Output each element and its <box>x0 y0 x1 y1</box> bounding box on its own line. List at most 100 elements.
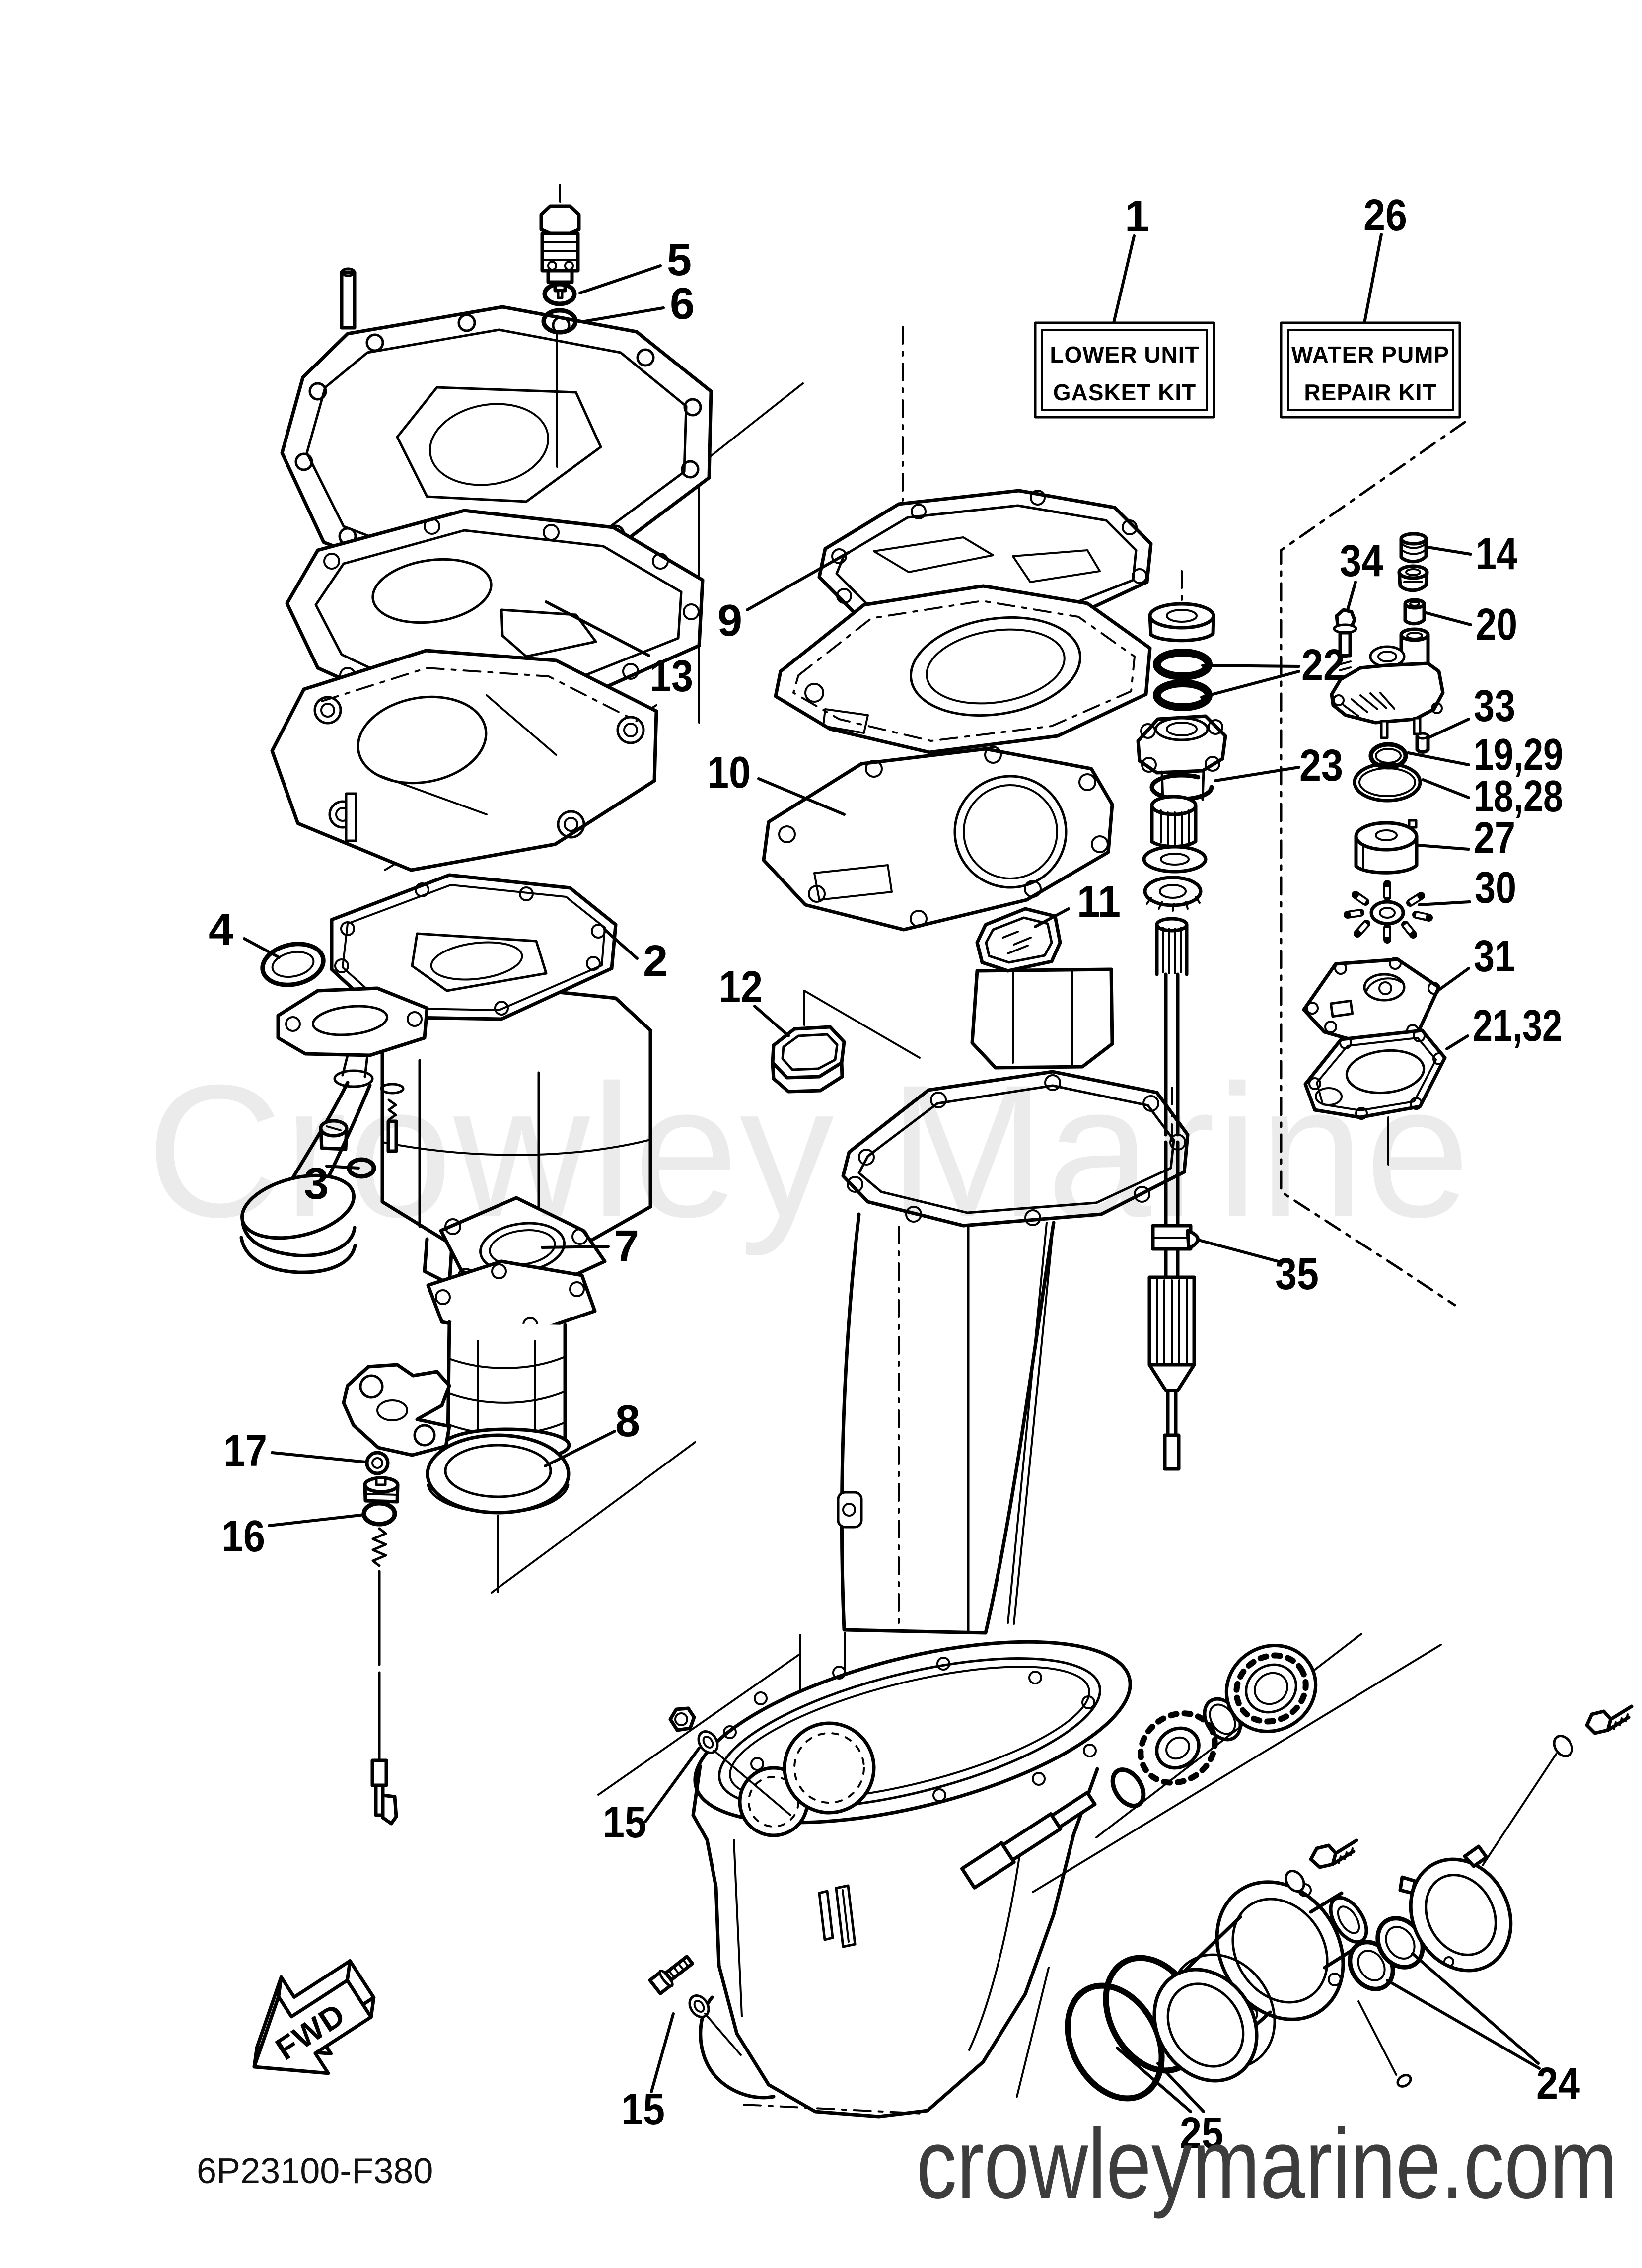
collar-14 <box>1399 532 1428 564</box>
leader-line-25 <box>1116 2047 1192 2113</box>
leader-line-25 <box>1156 2062 1205 2113</box>
o-ring-16 <box>361 1501 397 1527</box>
callout-18,28: 18,28 <box>1474 772 1563 821</box>
callout-21,32: 21,32 <box>1473 1001 1562 1051</box>
gasket-middle <box>774 584 1152 754</box>
kit-box-lower-unit-gasket: LOWER UNIT GASKET KIT <box>1034 321 1215 419</box>
bushing-20 <box>1403 598 1426 626</box>
callout-25: 25 <box>1180 2109 1223 2158</box>
retainer-bolt <box>1482 1704 1634 1866</box>
retainer-washer <box>1397 564 1429 592</box>
callout-8: 8 <box>615 1396 640 1446</box>
callout-17: 17 <box>223 1426 267 1476</box>
callout-26: 26 <box>1363 191 1407 240</box>
callout-15: 15 <box>621 2085 665 2134</box>
o-ring-5 <box>542 282 577 306</box>
callout-10: 10 <box>707 748 751 798</box>
water-pump-group <box>1280 421 1466 1307</box>
kit-box-water-pump-repair: WATER PUMP REPAIR KIT <box>1280 321 1461 419</box>
callout-4: 4 <box>209 905 233 954</box>
o-ring-6 <box>541 308 578 335</box>
callout-20: 20 <box>1476 600 1517 650</box>
damper-11 <box>975 907 1062 973</box>
fwd-arrow: FWD <box>252 1959 376 2075</box>
callout-9: 9 <box>717 596 742 646</box>
bolt-15-lower <box>648 1955 742 2056</box>
leader-line-15 <box>644 1747 701 1823</box>
callout-27: 27 <box>1474 813 1515 863</box>
grommet-12 <box>771 1025 846 1094</box>
upper-casing <box>837 967 1190 1635</box>
adapter-plate <box>270 649 658 872</box>
leader-line-27 <box>1417 844 1470 851</box>
leader-line-10 <box>757 777 846 816</box>
leader-line-20 <box>1425 611 1472 626</box>
callout-13: 13 <box>649 652 693 701</box>
leader-line-17 <box>271 1451 367 1463</box>
gasket-2 <box>330 873 618 1021</box>
callout-34: 34 <box>1340 536 1383 586</box>
leader-line-13 <box>545 600 650 657</box>
leader-line-24 <box>1386 1979 1541 2070</box>
leader-line-24 <box>1411 1952 1540 2065</box>
leader-line-19,29 <box>1407 751 1470 766</box>
carrier-bolt <box>1285 1838 1358 1893</box>
callout-24: 24 <box>1536 2059 1580 2109</box>
gear-case <box>691 1640 1318 2119</box>
callout-12: 12 <box>719 962 763 1012</box>
dowel-33 <box>1415 732 1430 754</box>
leader-line-22 <box>1201 664 1300 668</box>
callout-7: 7 <box>614 1222 639 1271</box>
shift-rod-assembly <box>342 1363 451 1826</box>
callout-35: 35 <box>1275 1249 1319 1299</box>
watermark: Crowley Marine <box>146 1045 1471 1256</box>
leader-line-23 <box>1214 766 1300 782</box>
leader-line-16 <box>268 1513 366 1527</box>
leader-line-12 <box>753 1005 790 1037</box>
kit-box-1-line-1: LOWER UNIT <box>1050 342 1199 367</box>
oil-level-plug <box>539 204 581 468</box>
leader-line-35 <box>1197 1239 1280 1263</box>
leader-line-5 <box>578 264 662 294</box>
drain-screw-3 <box>319 1119 376 1179</box>
kit-box-26-line-1: WATER PUMP <box>1291 342 1449 367</box>
callout-23: 23 <box>1299 741 1343 791</box>
driveshaft-group <box>1136 602 1227 1471</box>
leader-line-26 <box>1363 233 1383 324</box>
gasket-9 <box>817 489 1153 632</box>
bushing-17 <box>365 1451 390 1475</box>
leader-line-14 <box>1427 546 1472 556</box>
bolt-34 <box>1333 608 1357 671</box>
prop-shaft-housing-group <box>1065 1704 1634 2102</box>
oil-pickup-assembly <box>239 942 429 1274</box>
washer-ring <box>1110 1767 1146 1808</box>
leader-line-2 <box>603 928 639 960</box>
callout-30: 30 <box>1475 863 1516 913</box>
prop-shaft <box>960 1791 1097 1890</box>
leader-line-9 <box>746 551 851 611</box>
kit-box-1-line-2: GASKET KIT <box>1053 379 1197 405</box>
bearing-22-lower <box>1153 679 1213 711</box>
callout-19,29: 19,29 <box>1474 730 1563 780</box>
callout-16: 16 <box>221 1512 265 1561</box>
bearing-carrier <box>1152 1880 1412 2088</box>
kit-box-26-line-2: REPAIR KIT <box>1304 379 1436 405</box>
leader-line-33 <box>1427 718 1470 739</box>
callout-22: 22 <box>1301 641 1345 690</box>
insert-cup-27 <box>1354 819 1419 875</box>
callout-3: 3 <box>304 1159 329 1209</box>
callout-5: 5 <box>667 235 692 285</box>
callout-33: 33 <box>1474 681 1515 731</box>
gasket-8 <box>426 1433 571 1515</box>
impeller-30 <box>1344 880 1433 944</box>
callout-1: 1 <box>1125 192 1149 241</box>
bearing-22-upper <box>1153 649 1213 680</box>
leader-line-1 <box>1112 234 1136 324</box>
site-url: crowleymarine.com <box>916 2109 1618 2219</box>
o-ring-25a <box>1065 1982 1165 2102</box>
gasket-21-32 <box>1303 1028 1447 1120</box>
drawing-code: 6P23100-F380 <box>197 2151 433 2191</box>
callout-14: 14 <box>1476 529 1517 579</box>
